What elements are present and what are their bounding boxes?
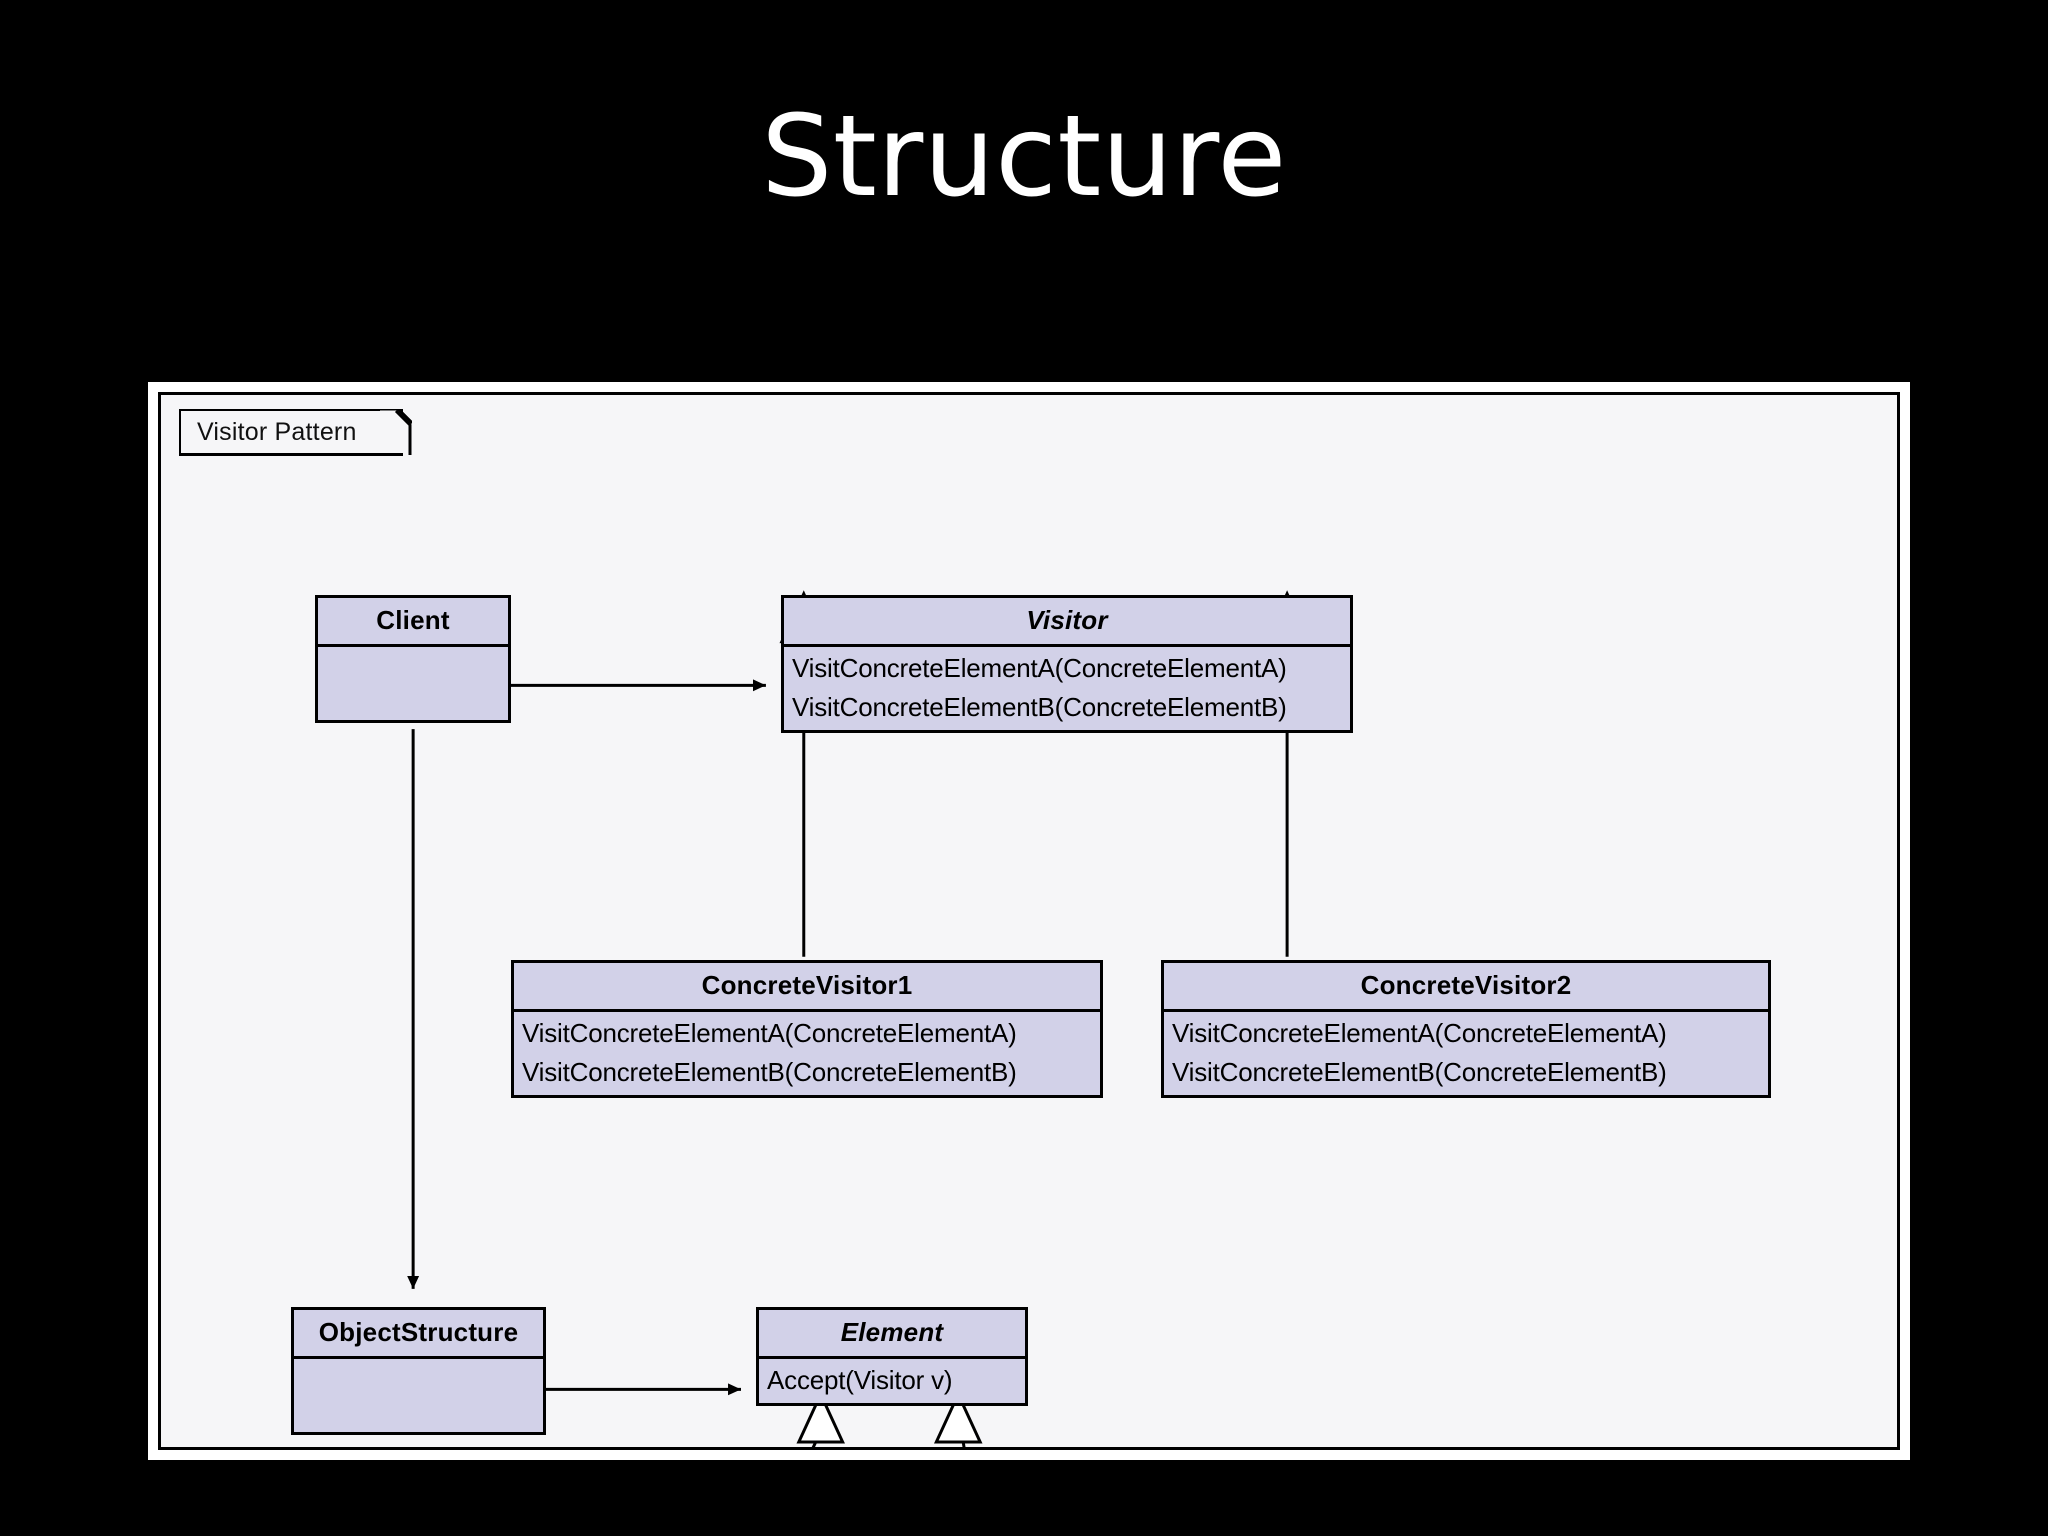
- uml-member: VisitConcreteElementA(ConcreteElementA): [522, 1018, 1017, 1048]
- uml-class-client[interactable]: Client: [315, 595, 511, 723]
- uml-class-name: Client: [318, 598, 508, 647]
- package-tab-body: Visitor Pattern: [179, 409, 403, 453]
- uml-class-name: ConcreteVisitor1: [514, 963, 1100, 1012]
- uml-class-visitor[interactable]: Visitor VisitConcreteElementA(ConcreteEl…: [781, 595, 1353, 733]
- package-tab-underline: [179, 453, 403, 456]
- uml-class-concretevisitor1[interactable]: ConcreteVisitor1 VisitConcreteElementA(C…: [511, 960, 1103, 1098]
- uml-members: Accept(Visitor v): [759, 1359, 1025, 1403]
- uml-member: VisitConcreteElementB(ConcreteElementB): [1172, 1057, 1667, 1087]
- uml-member: VisitConcreteElementB(ConcreteElementB): [792, 692, 1287, 722]
- uml-members: [318, 647, 508, 720]
- connector-layer: [407, 590, 1312, 1447]
- uml-member: VisitConcreteElementA(ConcreteElementA): [792, 653, 1287, 683]
- uml-class-concretevisitor2[interactable]: ConcreteVisitor2 VisitConcreteElementA(C…: [1161, 960, 1771, 1098]
- uml-member: Accept(Visitor v): [767, 1365, 953, 1395]
- uml-class-element[interactable]: Element Accept(Visitor v): [756, 1307, 1028, 1406]
- uml-member: VisitConcreteElementA(ConcreteElementA): [1172, 1018, 1667, 1048]
- uml-member: VisitConcreteElementB(ConcreteElementB): [522, 1057, 1017, 1087]
- package-tab-label: Visitor Pattern: [197, 417, 357, 446]
- package-tab: Visitor Pattern: [179, 409, 403, 453]
- uml-diagram-frame: Visitor Pattern: [148, 382, 1910, 1460]
- uml-members: VisitConcreteElementA(ConcreteElementA) …: [1164, 1012, 1768, 1095]
- uml-members: [294, 1359, 543, 1432]
- uml-members: VisitConcreteElementA(ConcreteElementA) …: [514, 1012, 1100, 1095]
- uml-members: VisitConcreteElementA(ConcreteElementA) …: [784, 647, 1350, 730]
- uml-class-name: Element: [759, 1310, 1025, 1359]
- uml-class-name: ConcreteVisitor2: [1164, 963, 1768, 1012]
- uml-class-objectstructure[interactable]: ObjectStructure: [291, 1307, 546, 1435]
- uml-diagram-canvas: Visitor Pattern: [158, 392, 1900, 1450]
- page-title: Structure: [761, 92, 1287, 222]
- package-tab-corner-icon: [380, 409, 412, 455]
- uml-class-name: Visitor: [784, 598, 1350, 647]
- uml-class-name: ObjectStructure: [294, 1310, 543, 1359]
